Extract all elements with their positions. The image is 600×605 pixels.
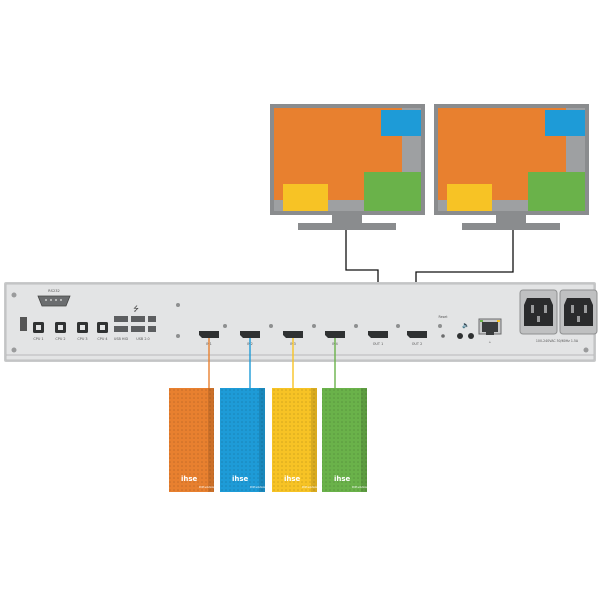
link-led bbox=[480, 320, 483, 322]
mount-screw bbox=[11, 292, 17, 298]
speaker-icon: 🔈 bbox=[462, 322, 469, 329]
usb-a-port[interactable] bbox=[114, 316, 128, 322]
usb-a-port[interactable] bbox=[131, 326, 145, 332]
screw-hole bbox=[354, 324, 358, 328]
screw-hole bbox=[269, 324, 273, 328]
cpu-port-label: CPU 3 bbox=[77, 337, 87, 341]
screw-hole bbox=[176, 303, 180, 307]
power-inlet-1[interactable] bbox=[519, 289, 558, 335]
screen-window-yellow bbox=[447, 184, 492, 211]
monitor-2 bbox=[434, 104, 589, 230]
output-port-2[interactable] bbox=[407, 331, 427, 338]
brand-subtitle: KVM solutions bbox=[302, 486, 318, 489]
computer-orange: ihse KVM solutions bbox=[169, 388, 215, 492]
usb-port-label: USB 2.0 bbox=[136, 337, 149, 341]
usb-port-group: ⭍ USB HID USB 2.0 bbox=[114, 305, 156, 341]
video-output-group: OUT 1 OUT 2 bbox=[368, 331, 427, 346]
usb-a-port[interactable] bbox=[148, 316, 156, 322]
monitor-base bbox=[298, 223, 396, 230]
reset-label: Reset bbox=[439, 315, 449, 319]
serial-port[interactable] bbox=[37, 295, 71, 307]
computer-yellow: ihse KVM solutions bbox=[272, 388, 318, 492]
usb-a-port[interactable] bbox=[131, 316, 145, 322]
serial-label: RS232 bbox=[48, 289, 60, 293]
network-icon: ⟂ bbox=[489, 340, 492, 344]
computer-green: ihse KVM solutions bbox=[322, 388, 368, 492]
monitor-neck bbox=[332, 215, 362, 223]
monitor-1 bbox=[270, 104, 425, 230]
brand-logo: ihse bbox=[334, 475, 351, 483]
screen-window-green bbox=[364, 172, 421, 211]
screen-window-blue bbox=[381, 110, 421, 136]
power-label: 100-240VAC 50/60Hz 1.5A bbox=[536, 339, 579, 343]
screen-window-green bbox=[528, 172, 585, 211]
brand-logo: ihse bbox=[232, 475, 249, 483]
side-usb-port[interactable] bbox=[20, 317, 27, 331]
usb-port-label: USB HID bbox=[114, 337, 129, 341]
input-port-3[interactable] bbox=[283, 331, 303, 338]
brand-logo: ihse bbox=[181, 475, 198, 483]
screw-hole bbox=[312, 324, 316, 328]
screen-window-blue bbox=[545, 110, 585, 136]
audio-jack[interactable] bbox=[457, 333, 463, 339]
usb-a-port[interactable] bbox=[114, 326, 128, 332]
computer-blue: ihse KVM solutions bbox=[220, 388, 266, 492]
input-port-4[interactable] bbox=[325, 331, 345, 338]
usb-a-port[interactable] bbox=[148, 326, 156, 332]
brand-subtitle: KVM solutions bbox=[250, 486, 266, 489]
brand-logo: ihse bbox=[284, 475, 301, 483]
output-port-1[interactable] bbox=[368, 331, 388, 338]
kvm-device: RS232 CPU 1 CPU 2 CPU 3 CPU 4 ⭍ bbox=[4, 282, 598, 362]
output-port-label: OUT 2 bbox=[412, 342, 422, 346]
network-port[interactable] bbox=[478, 318, 502, 335]
computer-cables bbox=[208, 338, 336, 390]
cpu-port-label: CPU 4 bbox=[97, 337, 107, 341]
power-inlet-2[interactable] bbox=[559, 289, 598, 335]
cpu-port-label: CPU 1 bbox=[33, 337, 43, 341]
mount-screw bbox=[583, 347, 589, 353]
cpu-port-label: CPU 2 bbox=[55, 337, 65, 341]
output-port-label: OUT 1 bbox=[373, 342, 383, 346]
usb-icon: ⭍ bbox=[133, 305, 139, 313]
monitor-base bbox=[462, 223, 560, 230]
monitor-neck bbox=[496, 215, 526, 223]
input-port-1[interactable] bbox=[199, 331, 219, 338]
input-port-2[interactable] bbox=[240, 331, 260, 338]
cpu-port-group: CPU 1 CPU 2 CPU 3 CPU 4 bbox=[33, 322, 108, 341]
brand-subtitle: KVM solutions bbox=[199, 486, 215, 489]
screw-hole bbox=[176, 334, 180, 338]
screw-hole bbox=[396, 324, 400, 328]
audio-jack[interactable] bbox=[468, 333, 474, 339]
screen-window-yellow bbox=[283, 184, 328, 211]
reset-button[interactable] bbox=[441, 334, 445, 338]
brand-subtitle: KVM solutions bbox=[352, 486, 368, 489]
screw-hole bbox=[223, 324, 227, 328]
screw-hole bbox=[438, 324, 442, 328]
mount-screw bbox=[11, 347, 17, 353]
activity-led bbox=[497, 320, 500, 322]
